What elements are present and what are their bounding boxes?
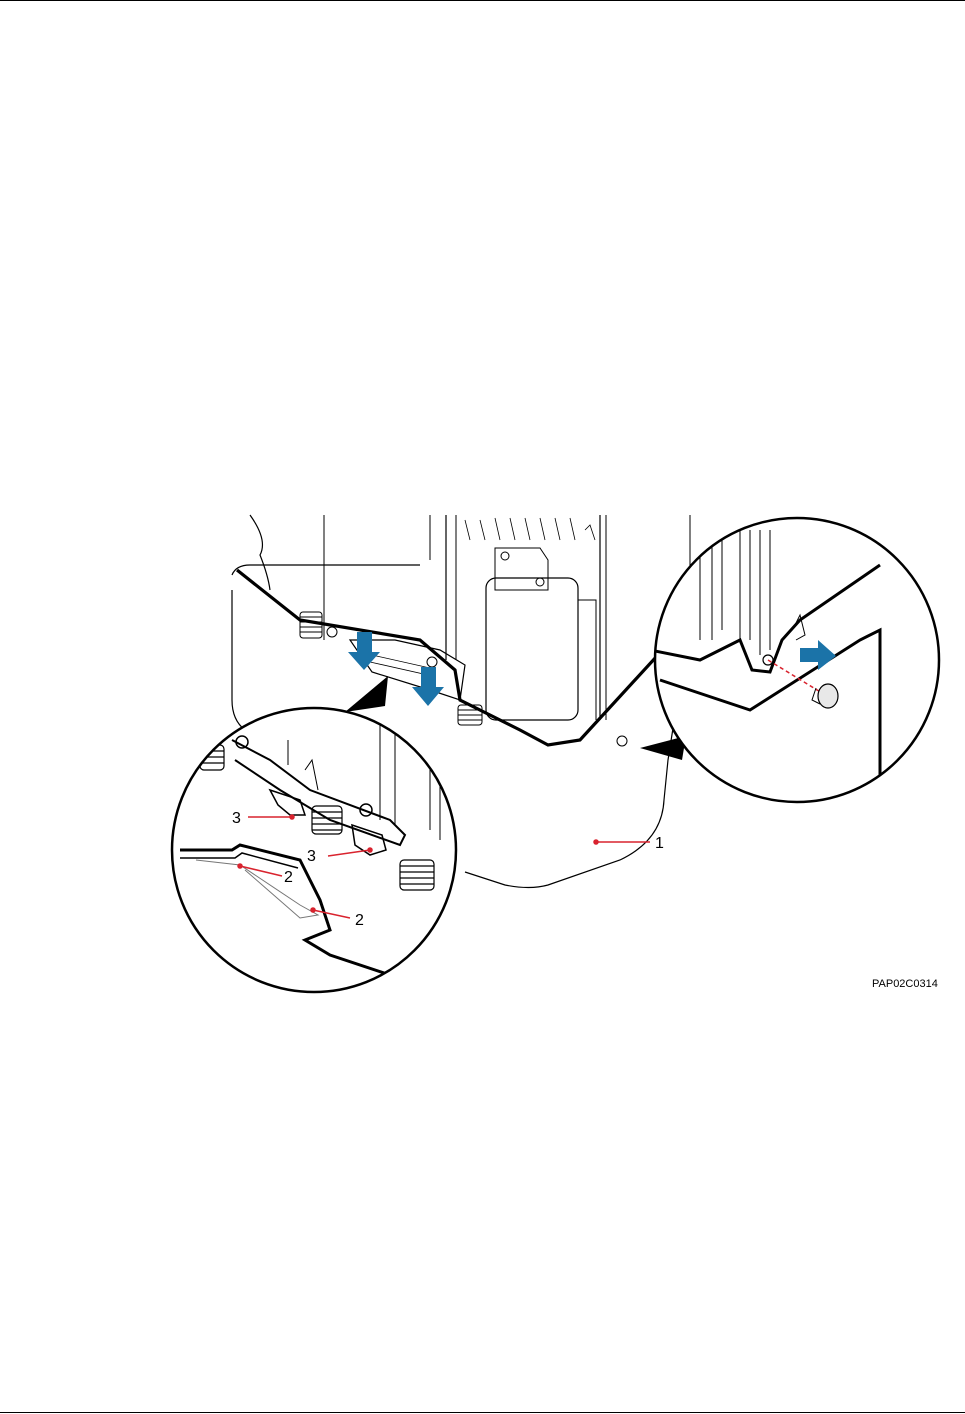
pointer-triangle-icon <box>345 676 388 712</box>
insert-arrows <box>348 632 444 706</box>
callout-3-lower: 3 <box>307 848 316 865</box>
detail-circle-right <box>650 518 939 802</box>
callout-3-upper: 3 <box>232 810 241 827</box>
down-arrow-icon <box>348 632 380 670</box>
callout-2-lower: 2 <box>355 912 364 929</box>
callout-2-upper: 2 <box>284 869 293 886</box>
callout-1: 1 <box>655 835 664 852</box>
footer-rule <box>0 1412 965 1413</box>
figure-id-label: PAP02C0314 <box>872 978 938 990</box>
